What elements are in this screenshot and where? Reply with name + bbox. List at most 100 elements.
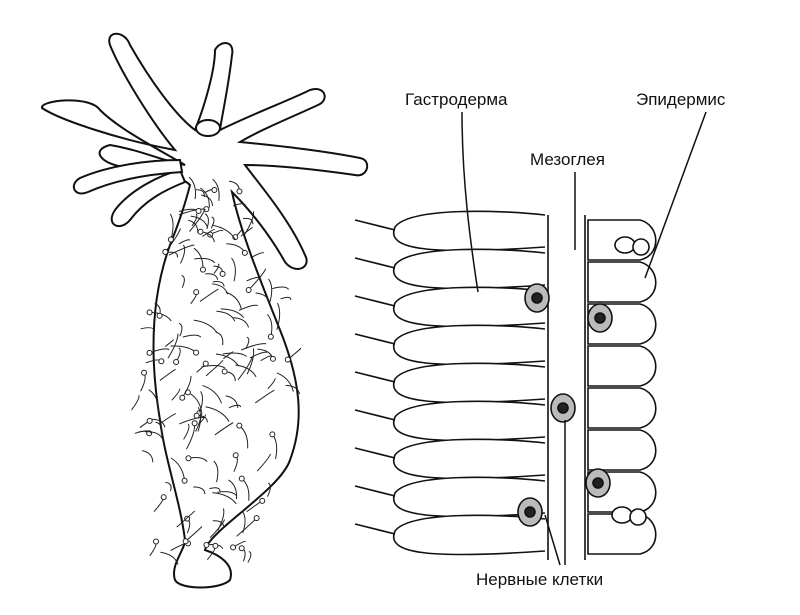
nerve-fiber	[246, 348, 255, 375]
nerve-cell-body	[193, 349, 200, 356]
nerve-fiber	[155, 421, 163, 434]
hydra-outline	[40, 32, 369, 589]
nerve-cell-body	[203, 542, 210, 549]
cell-process	[354, 523, 396, 535]
nerve-fiber	[159, 413, 177, 425]
nerve-cell-body	[253, 515, 260, 522]
nerve-cell-nucleus	[524, 506, 536, 518]
nerve-fiber	[202, 229, 215, 237]
nerve-fiber	[144, 431, 163, 439]
nerve-cell-body	[158, 358, 165, 365]
nerve-cell-body	[156, 312, 163, 319]
nerve-fiber	[211, 283, 229, 295]
nerve-cell-body	[284, 356, 291, 363]
nerve-fiber	[204, 273, 219, 280]
nerve-fiber	[236, 517, 257, 537]
nerve-cell-body	[267, 333, 274, 340]
nerve-cell-body	[219, 270, 226, 277]
gastroderm-cell	[392, 438, 546, 480]
nerve-fiber	[225, 291, 242, 310]
nerve-fiber	[148, 389, 159, 411]
gastroderm-cell	[392, 362, 546, 404]
nerve-cell-body	[230, 544, 237, 551]
cell-process	[354, 409, 396, 421]
nerve-cell-body	[146, 309, 153, 316]
nerve-fiber	[199, 288, 219, 302]
nerve-fiber	[209, 519, 226, 539]
gastroderm-cell	[392, 400, 546, 442]
nerve-cell-body	[146, 349, 153, 356]
nerve-fiber	[179, 417, 205, 425]
nerve-fiber	[181, 274, 185, 288]
nerve-fiber	[254, 389, 275, 404]
nerve-cell-body	[232, 452, 239, 459]
nerve-fiber	[131, 394, 140, 411]
cell-process	[354, 257, 396, 269]
nerve-fiber	[212, 280, 225, 287]
nerve-fiber	[183, 423, 190, 440]
nerve-fiber	[237, 356, 253, 381]
cell-process	[354, 447, 396, 459]
nerve-fiber	[198, 414, 206, 425]
nerve-cell-body	[146, 417, 153, 424]
nerve-fiber	[217, 491, 237, 497]
nerve-cell-body	[211, 187, 218, 194]
nerve-cell-body	[152, 538, 159, 545]
nerve-fiber	[240, 226, 253, 237]
nerve-fiber	[266, 482, 271, 497]
nerve-cell-body	[238, 475, 245, 482]
nerve-fiber	[255, 292, 270, 304]
nerve-cell-body	[238, 545, 245, 552]
nerve-fiber	[182, 334, 202, 338]
nerve-cell-body	[160, 494, 167, 501]
nerve-fiber	[276, 302, 281, 330]
nerve-fiber	[260, 355, 272, 362]
nerve-fiber	[256, 453, 272, 472]
gastroderm-cell	[392, 324, 546, 366]
nerve-fiber	[190, 215, 209, 228]
nerve-cell-body	[212, 542, 219, 549]
label-mesoglea: Мезоглея	[530, 150, 605, 169]
nerve-fiber	[212, 520, 225, 528]
nerve-fiber	[160, 551, 179, 565]
epidermal-cell	[587, 345, 657, 387]
nerve-fiber	[201, 364, 226, 369]
cell-process	[354, 485, 396, 497]
nerve-cell-body	[173, 359, 180, 366]
nerve-fiber	[165, 482, 172, 492]
nerve-fiber	[178, 322, 183, 337]
nerve-cell-body	[269, 431, 276, 438]
nerve-cell-nucleus	[594, 312, 606, 324]
nerve-fiber	[210, 216, 215, 229]
cell-process	[354, 295, 396, 307]
nerve-cell-body	[241, 249, 248, 256]
nerve-fiber	[212, 492, 237, 505]
nerve-fiber	[138, 430, 153, 434]
mouth	[195, 119, 221, 137]
nerve-fiber	[201, 194, 214, 207]
nerve-cell-body	[195, 208, 202, 215]
nerve-cell-body	[162, 248, 169, 255]
nerve-fiber	[228, 479, 238, 500]
nerve-fiber	[140, 327, 156, 331]
nerve-fiber	[225, 395, 239, 408]
nerve-fiber	[285, 384, 301, 395]
nerve-fiber	[141, 450, 154, 463]
hydra-body	[40, 32, 369, 589]
nerve-fiber	[276, 372, 294, 392]
tentacle-left-lower	[110, 168, 187, 228]
nerve-fiber	[212, 178, 220, 201]
nerve-cell-body	[236, 188, 243, 195]
nerve-fiber	[205, 360, 224, 377]
nerve-fiber	[191, 213, 198, 227]
cnidocyte	[632, 238, 650, 256]
nerve-cell-body	[179, 394, 186, 401]
nerve-cell-body	[199, 266, 206, 273]
nerve-fiber	[164, 228, 181, 253]
nerve-fiber	[205, 406, 230, 422]
nerve-cell-body	[167, 236, 174, 243]
nerve-fiber	[228, 404, 242, 409]
nerve-fiber	[222, 352, 247, 357]
